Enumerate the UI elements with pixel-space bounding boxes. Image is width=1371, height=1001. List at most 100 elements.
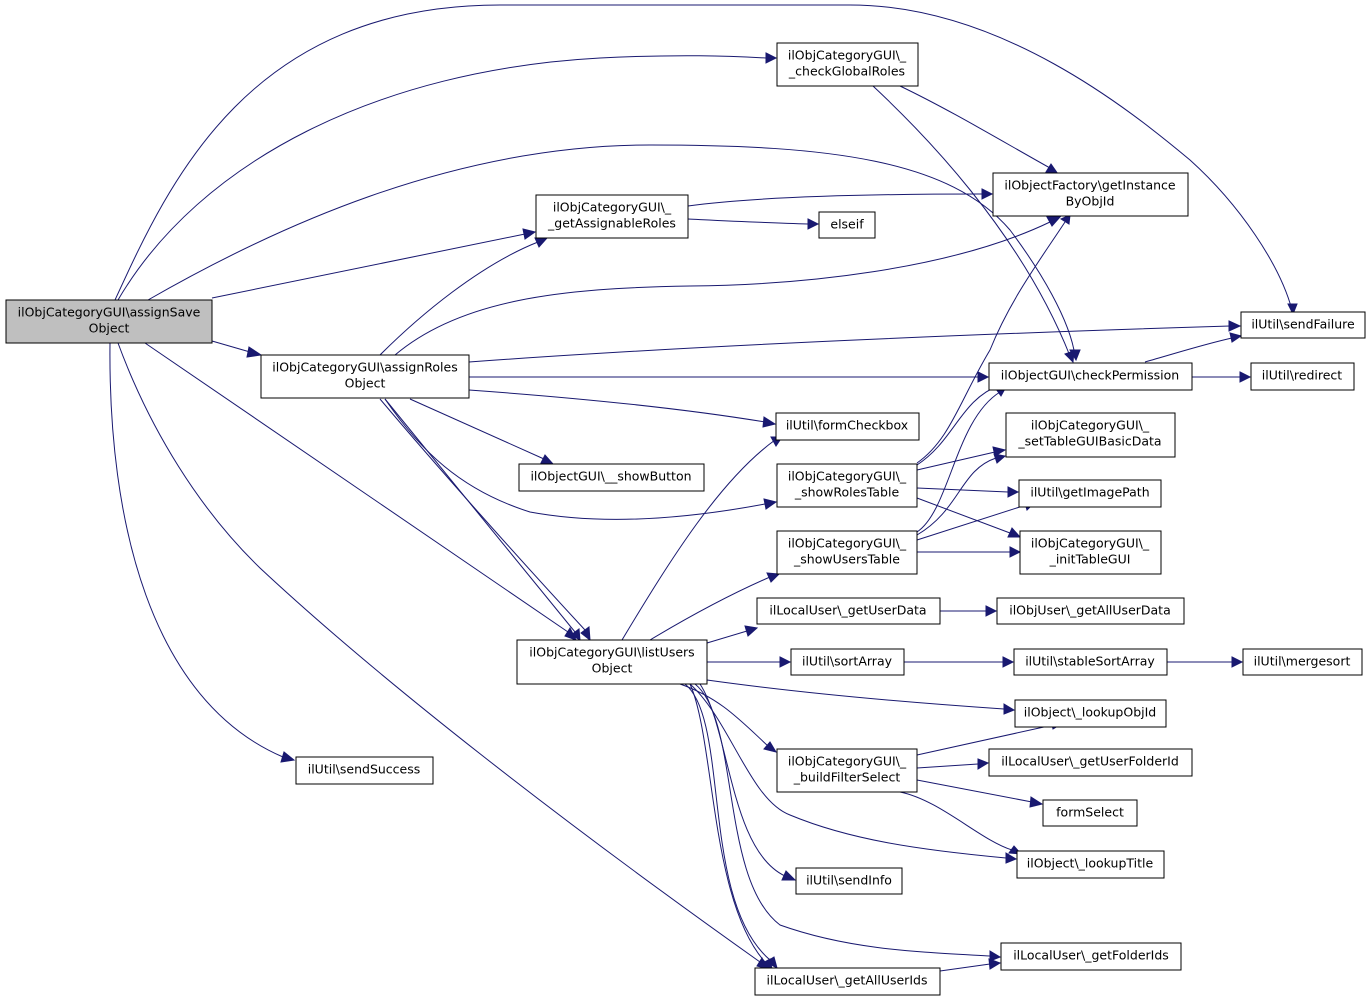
node-checkGlobalRoles[interactable]: ilObjCategoryGUI\_ _checkGlobalRoles xyxy=(776,42,919,87)
edge-assignRoles-formCheckbox xyxy=(468,389,777,428)
node-label-line: ilObjectGUI\checkPermission xyxy=(1001,368,1179,383)
node-getFolderIds[interactable]: ilLocalUser\_getFolderIds xyxy=(1000,942,1182,971)
edge-listUsers-buildFilterSelect xyxy=(679,683,778,753)
edge-assignSave-checkPermission xyxy=(147,144,1081,362)
node-label-line: _getAssignableRoles xyxy=(547,216,676,231)
edge-showRolesTable-getInstanceByObjId xyxy=(916,214,1071,464)
node-formCheckbox[interactable]: ilUtil\formCheckbox xyxy=(775,412,920,441)
node-label-line: ilUtil\redirect xyxy=(1262,368,1343,383)
node-getUserFolderId[interactable]: ilLocalUser\_getUserFolderId xyxy=(988,748,1193,777)
node-buildFilterSelect[interactable]: ilObjCategoryGUI\_ _buildFilterSelect xyxy=(776,748,918,793)
node-showButton[interactable]: ilObjectGUI\__showButton xyxy=(518,463,705,492)
node-lookupObjId[interactable]: ilObject\_lookupObjId xyxy=(1014,699,1167,728)
edge-buildFilterSelect-formSelect xyxy=(916,779,1044,808)
node-listUsers[interactable]: ilObjCategoryGUI\listUsers Object xyxy=(516,639,708,685)
node-setTableGUIBasicData[interactable]: ilObjCategoryGUI\_ _setTableGUIBasicData xyxy=(1005,412,1176,458)
edge-checkGlobalRoles-checkPermission xyxy=(872,85,1075,364)
edge-showRolesTable-setTableGUIBasicData xyxy=(916,446,1007,471)
node-label-line: ilObjCategoryGUI\_ xyxy=(1031,536,1150,551)
node-mergesort[interactable]: ilUtil\mergesort xyxy=(1242,648,1363,676)
edge-buildFilterSelect-lookupTitle xyxy=(899,791,1023,855)
node-assignSave[interactable]: ilObjCategoryGUI\assignSave Object xyxy=(5,299,213,344)
edge-checkPermission-redirect xyxy=(1192,371,1252,383)
nodes-layer: ilObjCategoryGUI\assignSave Object ilObj… xyxy=(5,42,1366,996)
edge-listUsers-showUsersTable xyxy=(649,572,781,641)
node-label-line: _setTableGUIBasicData xyxy=(1017,434,1161,449)
node-label-line: ilUtil\mergesort xyxy=(1254,654,1351,669)
edge-showUsersTable-initTableGUI xyxy=(917,546,1022,558)
edge-checkGlobalRoles-getInstanceByObjId xyxy=(899,85,1060,175)
node-label-line: ilObjUser\_getAllUserData xyxy=(1009,603,1171,618)
node-label-line: Object xyxy=(592,661,633,676)
node-sortArray[interactable]: ilUtil\sortArray xyxy=(790,648,905,676)
edge-listUsers-getFolderIds xyxy=(694,683,1002,962)
node-label-line: _checkGlobalRoles xyxy=(788,64,905,79)
node-showUsersTable[interactable]: ilObjCategoryGUI\_ _showUsersTable xyxy=(776,530,918,575)
node-label-line: ilObjCategoryGUI\assignRoles xyxy=(272,360,458,375)
node-label-line: ilLocalUser\_getFolderIds xyxy=(1013,948,1169,963)
edge-assignSave-assignRoles xyxy=(211,340,263,358)
edge-showUsersTable-setTableGUIBasicData xyxy=(916,453,1007,536)
node-label-line: ilObjCategoryGUI\_ xyxy=(788,754,907,769)
node-getAllUserData[interactable]: ilObjUser\_getAllUserData xyxy=(996,597,1185,625)
node-getInstanceByObjId[interactable]: ilObjectFactory\getInstance ByObjId xyxy=(992,172,1189,217)
node-lookupTitle[interactable]: ilObject\_lookupTitle xyxy=(1016,850,1165,879)
node-label-line: ilObjectGUI\__showButton xyxy=(530,469,691,484)
edge-sortArray-stableSortArray xyxy=(904,656,1015,668)
edge-stableSortArray-mergesort xyxy=(1167,656,1244,668)
edge-listUsers-lookupObjId xyxy=(706,679,1016,715)
node-label-line: ilObjectFactory\getInstance xyxy=(1004,178,1176,193)
edge-assignRoles-listUsers xyxy=(379,398,591,642)
edge-showRolesTable-getImagePath xyxy=(916,486,1020,498)
edge-assignSave-getAssignableRoles xyxy=(211,228,537,299)
node-label-line: ilLocalUser\_getUserData xyxy=(769,603,926,618)
edge-listUsers-sortArray xyxy=(707,656,792,668)
node-label-line: ilUtil\getImagePath xyxy=(1030,485,1149,500)
node-getAssignableRoles[interactable]: ilObjCategoryGUI\_ _getAssignableRoles xyxy=(535,194,689,239)
node-assignRoles[interactable]: ilObjCategoryGUI\assignRoles Object xyxy=(260,354,470,399)
edge-listUsers-getAllUserIds-2 xyxy=(689,683,773,970)
edge-listUsers-getAllUserIds xyxy=(684,683,778,970)
node-label-line: ilUtil\sendInfo xyxy=(806,873,892,888)
edge-assignRoles-getAssignableRoles xyxy=(379,237,549,356)
node-elseif[interactable]: elseif xyxy=(818,211,876,239)
edge-getAssignableRoles-elseif xyxy=(687,218,820,230)
node-label-line: ilUtil\stableSortArray xyxy=(1025,654,1155,669)
node-label-line: Object xyxy=(345,376,386,391)
node-label-line: ilObjCategoryGUI\_ xyxy=(788,536,907,551)
node-label-line: _showRolesTable xyxy=(794,485,900,500)
edge-getAllUserIds-getFolderIds xyxy=(939,958,1002,972)
node-label-line: _showUsersTable xyxy=(793,552,900,567)
node-sendSuccess[interactable]: ilUtil\sendSuccess xyxy=(295,756,434,785)
node-label-line: ilUtil\sendFailure xyxy=(1251,317,1355,332)
node-label-line: ilLocalUser\_getAllUserIds xyxy=(767,973,928,988)
node-checkPermission[interactable]: ilObjectGUI\checkPermission xyxy=(988,362,1193,391)
node-redirect[interactable]: ilUtil\redirect xyxy=(1250,362,1355,391)
edge-assignSave-checkGlobalRoles xyxy=(117,52,778,301)
edge-assignRoles-checkPermission xyxy=(469,371,990,383)
node-label-line: ilObject\_lookupObjId xyxy=(1024,705,1156,720)
edge-getUserData-getAllUserData xyxy=(940,605,998,617)
node-label-line: Object xyxy=(89,321,130,336)
edge-showRolesTable-initTableGUI xyxy=(916,497,1022,538)
node-getAllUserIds[interactable]: ilLocalUser\_getAllUserIds xyxy=(754,967,941,996)
node-label-line: ilObject\_lookupTitle xyxy=(1027,856,1154,871)
edge-assignSave-sendSuccess xyxy=(109,342,296,763)
edge-buildFilterSelect-getUserFolderId xyxy=(916,758,990,770)
node-sendInfo[interactable]: ilUtil\sendInfo xyxy=(795,867,903,895)
edge-getAssignableRoles-getInstanceByObjId xyxy=(687,188,994,207)
node-showRolesTable[interactable]: ilObjCategoryGUI\_ _showRolesTable xyxy=(776,463,918,508)
node-label-line: ilObjCategoryGUI\_ xyxy=(788,469,907,484)
edge-assignRoles-showRolesTable xyxy=(384,398,778,520)
node-getImagePath[interactable]: ilUtil\getImagePath xyxy=(1018,479,1162,508)
node-stableSortArray[interactable]: ilUtil\stableSortArray xyxy=(1013,648,1168,676)
node-getUserData[interactable]: ilLocalUser\_getUserData xyxy=(756,597,941,625)
node-label-line: ilObjCategoryGUI\_ xyxy=(553,200,672,215)
node-initTableGUI[interactable]: ilObjCategoryGUI\_ _initTableGUI xyxy=(1019,530,1162,575)
node-sendFailure[interactable]: ilUtil\sendFailure xyxy=(1240,311,1366,339)
node-formSelect[interactable]: formSelect xyxy=(1042,799,1138,827)
edge-listUsers-lookupTitle xyxy=(689,683,1018,864)
edge-listUsers-getUserData xyxy=(706,625,759,644)
node-label-line: ilObjCategoryGUI\listUsers xyxy=(529,645,694,660)
